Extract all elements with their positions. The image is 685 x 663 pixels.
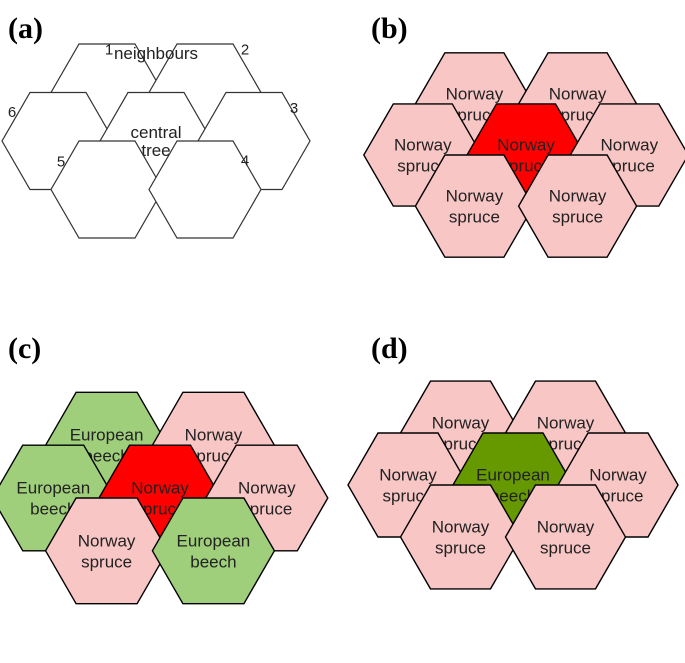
cell-label-line: European <box>476 466 550 485</box>
cell-label-line: spruce <box>435 539 486 558</box>
cell-label-line: European <box>177 531 251 550</box>
panel-label: (b) <box>371 12 408 45</box>
cell-label-line: spruce <box>188 447 239 466</box>
neighbour-cell <box>504 484 627 590</box>
cell-label-line: Norway <box>432 518 490 537</box>
neighbour-cell <box>517 154 638 258</box>
cell-label-line: Norway <box>185 426 243 445</box>
cell-label-line: Norway <box>589 466 647 485</box>
cell-label-line: Norway <box>238 479 296 498</box>
cell-label-line: Norway <box>537 414 595 433</box>
cell-label-line: Norway <box>131 479 189 498</box>
cell-label-line: European <box>70 426 144 445</box>
neighbour-number: 6 <box>8 104 16 121</box>
cell-label-line: Norway <box>600 136 658 155</box>
cell-label-line: Norway <box>446 187 504 206</box>
cell-label-line: beech <box>30 500 76 519</box>
panel-d: (d)NorwayspruceNorwayspruceNorwayspruceE… <box>347 332 679 590</box>
cell-label-line: spruce <box>81 552 132 571</box>
neighbour-cell <box>148 140 262 239</box>
cell-label-line: Norway <box>432 414 490 433</box>
cell-label-line: spruce <box>540 539 591 558</box>
neighbour-number: 2 <box>241 42 249 59</box>
neighbour-number: 1 <box>105 42 113 59</box>
neighbours-label: neighbours <box>114 44 198 63</box>
panel-label: (a) <box>8 12 43 45</box>
cell-label-line: Norway <box>78 531 136 550</box>
cell-label-line: Norway <box>446 84 504 103</box>
panel-c: (c)EuropeanbeechNorwayspruceEuropeanbeec… <box>0 332 329 605</box>
cell-label-line: Norway <box>537 518 595 537</box>
panel-label: (d) <box>371 332 408 365</box>
neighbour-number: 3 <box>290 100 298 117</box>
cell-label-line: Norway <box>394 136 452 155</box>
neighbour-number: 4 <box>241 153 249 170</box>
cell-label-line: spruce <box>134 500 185 519</box>
panel-label: (c) <box>8 332 41 365</box>
cell-label-line: beech <box>490 487 536 506</box>
neighbour-cell <box>44 497 169 605</box>
cell-label-line: tree <box>141 141 170 160</box>
cell-label-line: European <box>16 479 90 498</box>
neighbour-cell <box>399 484 522 590</box>
cell-label-line: beech <box>190 552 236 571</box>
cell-label-line: central <box>130 123 181 142</box>
neighbour-cell <box>414 154 535 258</box>
cell-label-line: spruce <box>241 500 292 519</box>
neighbour-number: 5 <box>57 154 65 171</box>
cell-label-line: Norway <box>549 187 607 206</box>
cell-label-line: Norway <box>379 466 437 485</box>
cell-label-line: Norway <box>497 136 555 155</box>
cell-label-line: spruce <box>552 208 603 227</box>
cell-label-line: beech <box>83 447 129 466</box>
cell-label-line: spruce <box>449 208 500 227</box>
neighbour-cell <box>50 140 164 239</box>
cell-label-line: Norway <box>549 84 607 103</box>
neighbour-cell <box>151 497 276 605</box>
panel-b: (b)NorwayspruceNorwayspruceNorwayspruceN… <box>362 12 685 258</box>
